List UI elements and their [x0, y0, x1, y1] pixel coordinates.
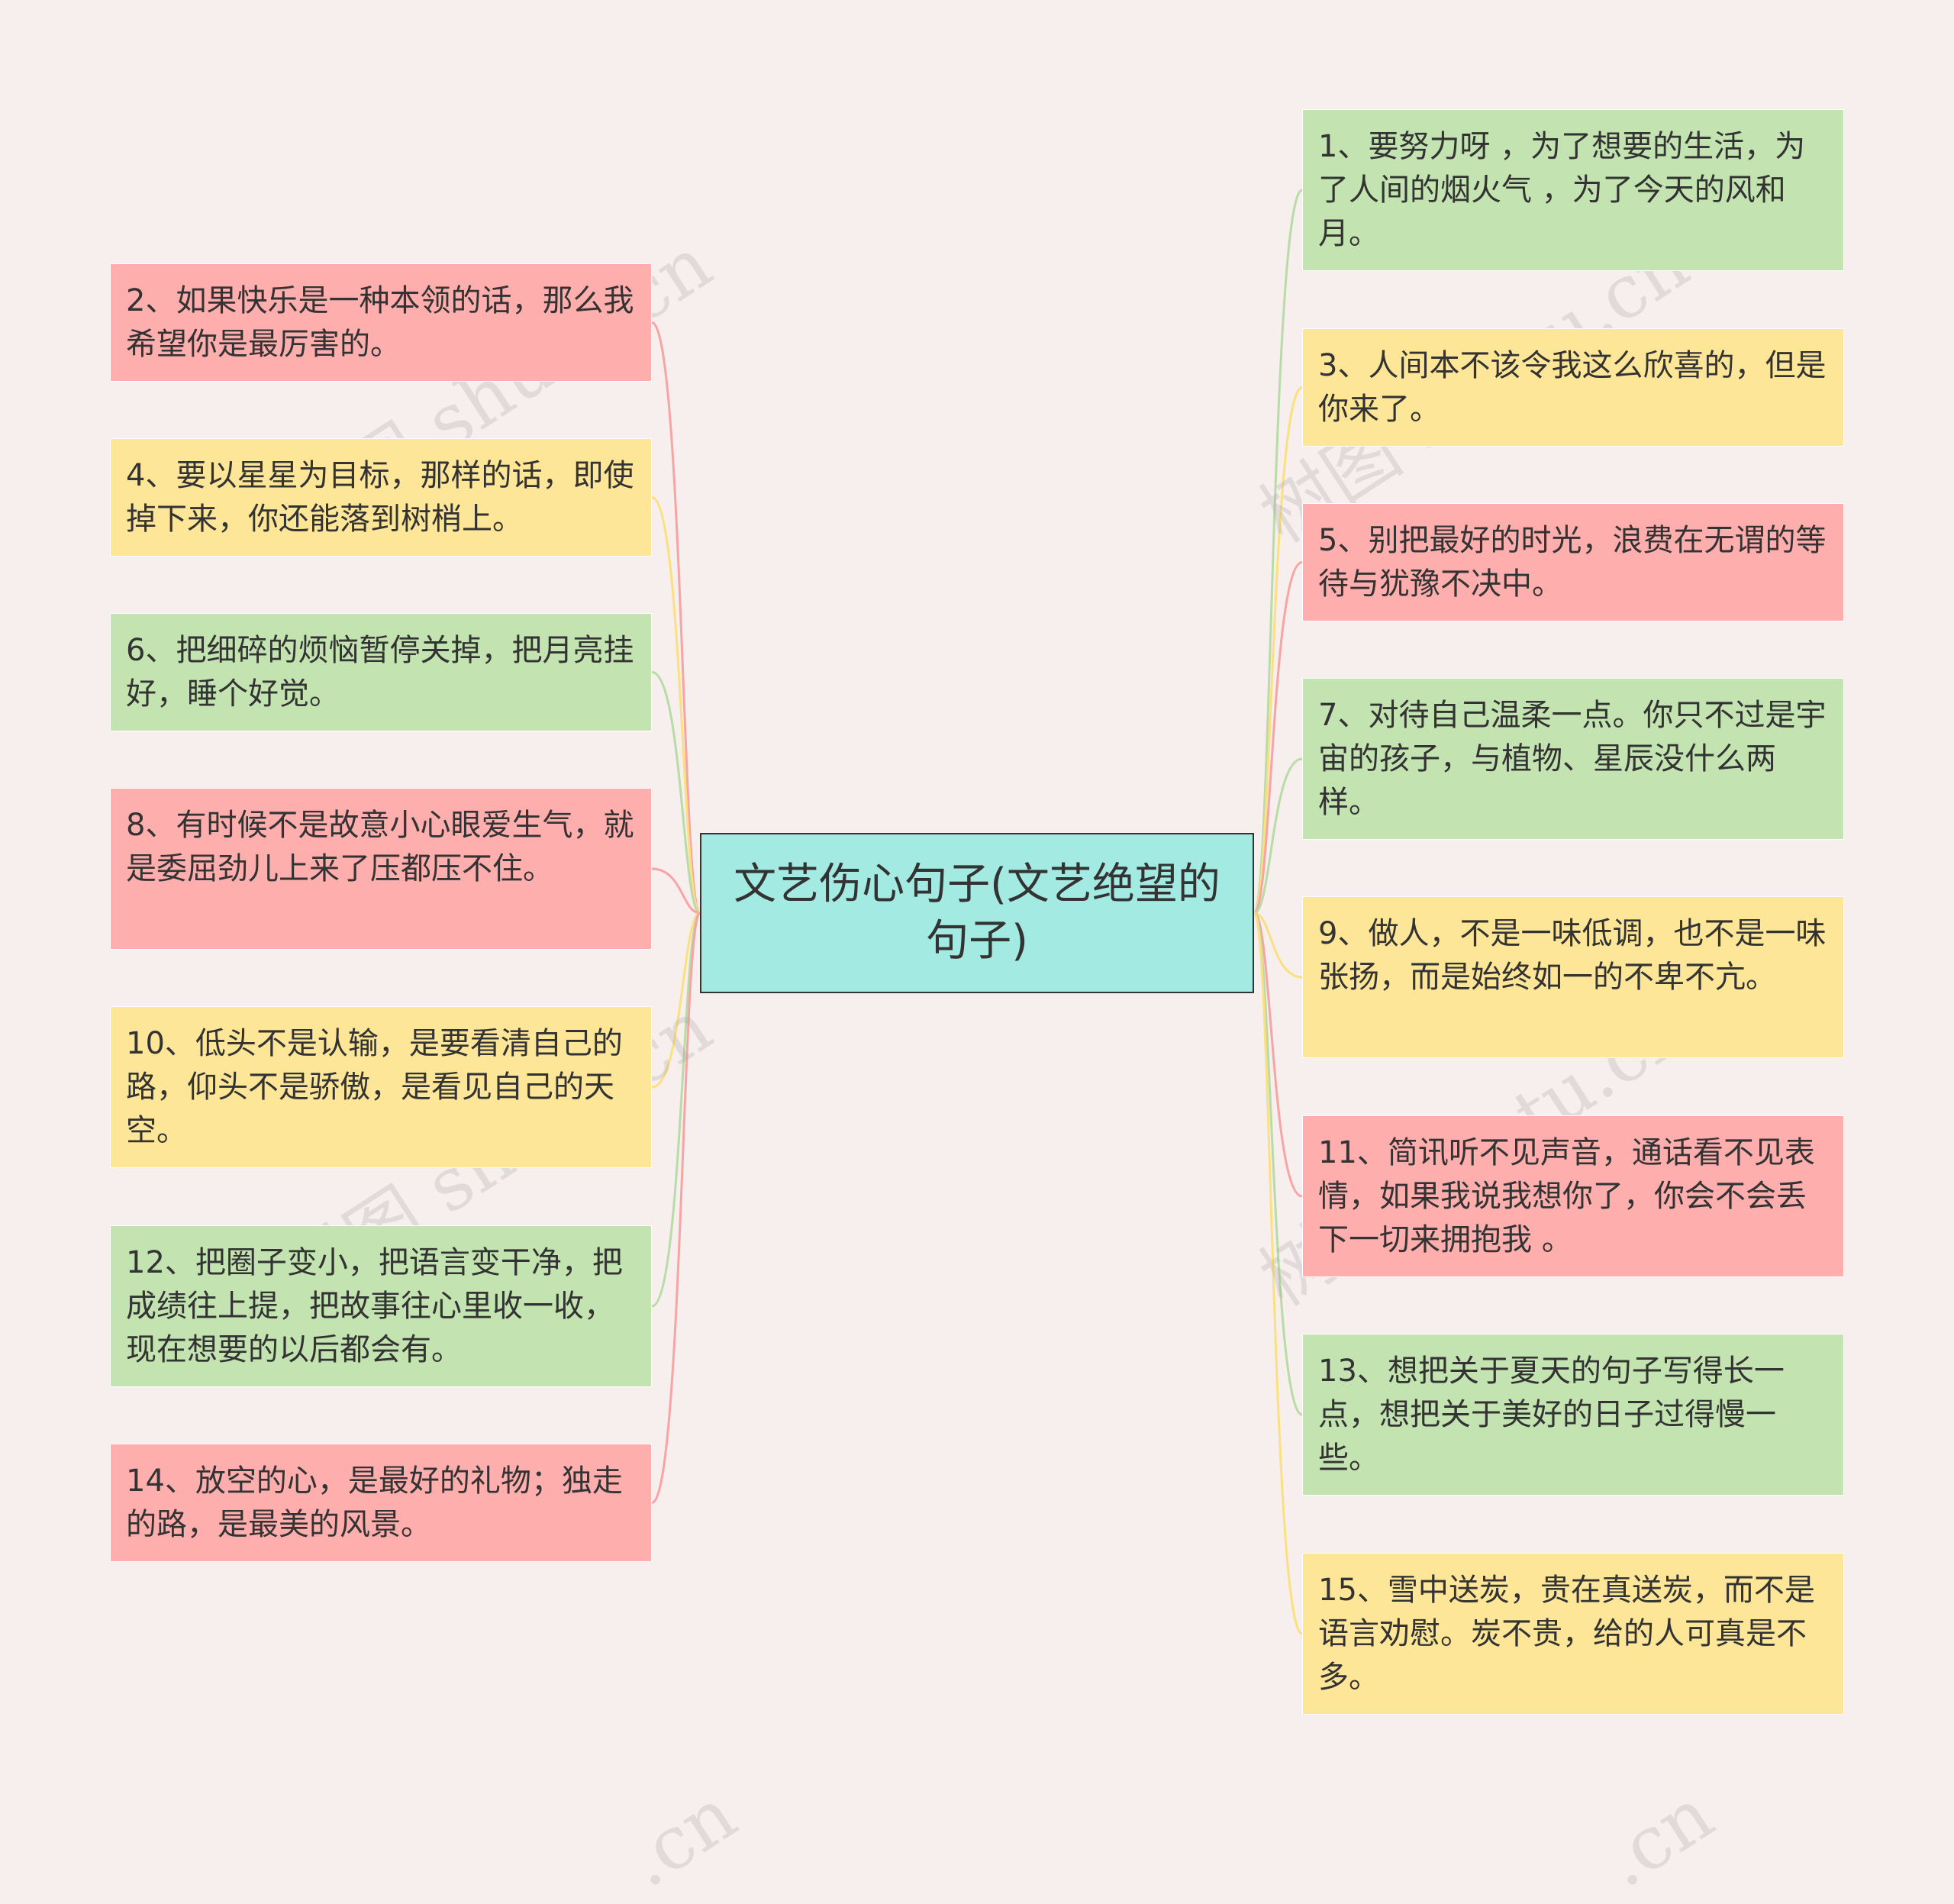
- left-connector-2: [651, 496, 701, 915]
- right-connector-2: [1253, 386, 1303, 915]
- node-text: 8、有时候不是故意小心眼爱生气，就是委屈劲儿上来了压都压不住。: [126, 808, 634, 886]
- right-node-3[interactable]: 5、别把最好的时光，浪费在无谓的等待与犹豫不决中。: [1302, 503, 1844, 621]
- right-node-4[interactable]: 7、对待自己温柔一点。你只不过是宇宙的孩子，与植物、星辰没什么两样。: [1302, 678, 1844, 840]
- right-connector-3: [1253, 561, 1303, 915]
- node-text: 5、别把最好的时光，浪费在无谓的等待与犹豫不决中。: [1318, 523, 1827, 602]
- right-connector-7: [1253, 912, 1303, 1416]
- right-connector-6: [1253, 912, 1303, 1198]
- left-connector-6: [651, 912, 701, 1308]
- connector-lines: [651, 189, 1303, 1635]
- right-node-6[interactable]: 11、简讯听不见声音，通话看不见表情，如果我说我想你了，你会不会丢下一切来拥抱我…: [1302, 1115, 1844, 1277]
- right-node-5[interactable]: 9、做人，不是一味低调，也不是一味张扬，而是始终如一的不卑不亢。: [1302, 896, 1844, 1058]
- node-text: 11、简讯听不见声音，通话看不见表情，如果我说我想你了，你会不会丢下一切来拥抱我…: [1318, 1135, 1815, 1257]
- right-connector-5: [1253, 912, 1303, 979]
- left-connector-3: [651, 671, 701, 915]
- right-node-7[interactable]: 13、想把关于夏天的句子写得长一点，想把关于美好的日子过得慢一些。: [1302, 1334, 1844, 1496]
- mindmap-canvas: 树图 shutu.cn 树图 shutu.cn 树图 shutu.cn 树图 s…: [110, 109, 1844, 1904]
- left-connector-5: [651, 912, 701, 1089]
- left-node-7[interactable]: 14、放空的心，是最好的礼物；独走的路，是最美的风景。: [110, 1444, 652, 1562]
- node-text: 13、想把关于夏天的句子写得长一点，想把关于美好的日子过得慢一些。: [1318, 1354, 1785, 1476]
- node-text: 10、低头不是认输，是要看清自己的路，仰头不是骄傲，是看见自己的天空。: [126, 1026, 623, 1148]
- left-connector-7: [651, 912, 701, 1504]
- left-node-1[interactable]: 2、如果快乐是一种本领的话，那么我希望你是最厉害的。: [110, 263, 652, 382]
- left-node-3[interactable]: 6、把细碎的烦恼暂停关掉，把月亮挂好，睡个好觉。: [110, 613, 652, 731]
- node-text: 14、放空的心，是最好的礼物；独走的路，是最美的风景。: [126, 1463, 623, 1542]
- root-node[interactable]: 文艺伤心句子(文艺绝望的句子): [700, 833, 1254, 993]
- node-text: 7、对待自己温柔一点。你只不过是宇宙的孩子，与植物、星辰没什么两样。: [1318, 698, 1827, 820]
- right-node-1[interactable]: 1、要努力呀 ，为了想要的生活，为了人间的烟火气 ，为了今天的风和月。: [1302, 109, 1844, 271]
- right-node-8[interactable]: 15、雪中送炭，贵在真送炭，而不是语言劝慰。炭不贵，给的人可真是不多。: [1302, 1553, 1844, 1715]
- left-connector-4: [651, 867, 701, 915]
- node-text: 6、把细碎的烦恼暂停关掉，把月亮挂好，睡个好觉。: [126, 633, 634, 712]
- right-node-2[interactable]: 3、人间本不该令我这么欣喜的，但是你来了。: [1302, 328, 1844, 447]
- node-text: 15、雪中送炭，贵在真送炭，而不是语言劝慰。炭不贵，给的人可真是不多。: [1318, 1573, 1815, 1695]
- left-node-2[interactable]: 4、要以星星为目标，那样的话，即使掉下来，你还能落到树梢上。: [110, 438, 652, 557]
- node-text: 2、如果快乐是一种本领的话，那么我希望你是最厉害的。: [126, 283, 634, 362]
- root-node-text: 文艺伤心句子(文艺绝望的句子): [734, 860, 1220, 966]
- left-node-5[interactable]: 10、低头不是认输，是要看清自己的路，仰头不是骄傲，是看见自己的天空。: [110, 1006, 652, 1168]
- left-node-6[interactable]: 12、把圈子变小，把语言变干净，把成绩往上提，把故事往心里收一收，现在想要的以后…: [110, 1225, 652, 1387]
- right-connector-4: [1253, 757, 1303, 915]
- right-connector-8: [1253, 912, 1303, 1635]
- node-text: 4、要以星星为目标，那样的话，即使掉下来，你还能落到树梢上。: [126, 458, 634, 537]
- node-text: 12、把圈子变小，把语言变干净，把成绩往上提，把故事往心里收一收，现在想要的以后…: [126, 1245, 623, 1367]
- node-text: 3、人间本不该令我这么欣喜的，但是你来了。: [1318, 348, 1827, 427]
- node-text: 9、做人，不是一味低调，也不是一味张扬，而是始终如一的不卑不亢。: [1318, 916, 1827, 995]
- left-connector-1: [651, 321, 701, 915]
- node-text: 1、要努力呀 ，为了想要的生活，为了人间的烟火气 ，为了今天的风和月。: [1318, 129, 1806, 251]
- left-node-4[interactable]: 8、有时候不是故意小心眼爱生气，就是委屈劲儿上来了压都压不住。: [110, 788, 652, 950]
